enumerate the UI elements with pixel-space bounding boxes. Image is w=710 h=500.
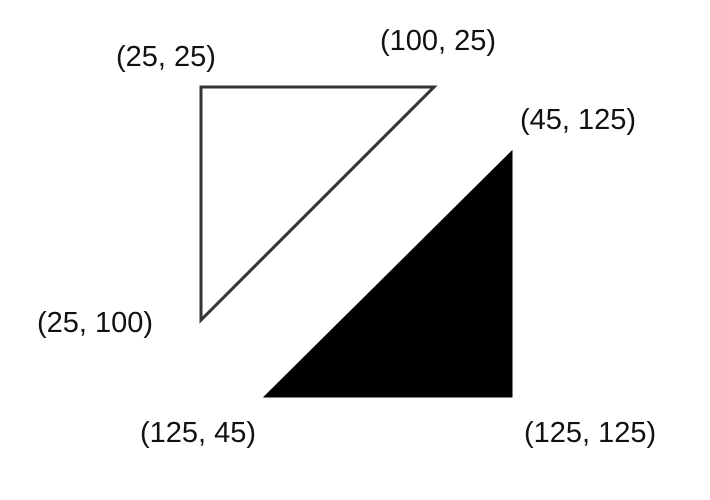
vertex-label-filled-left: (125, 45)	[140, 417, 256, 449]
filled-triangle	[262, 149, 513, 398]
vertex-label-top-right: (100, 25)	[380, 25, 496, 57]
vertex-label-filled-top: (45, 125)	[520, 104, 636, 136]
outline-triangle	[199, 85, 438, 324]
vertex-label-bottom-left: (25, 100)	[37, 307, 153, 339]
vertex-label-filled-right: (125, 125)	[524, 417, 656, 449]
vertex-label-top-left: (25, 25)	[116, 41, 216, 73]
